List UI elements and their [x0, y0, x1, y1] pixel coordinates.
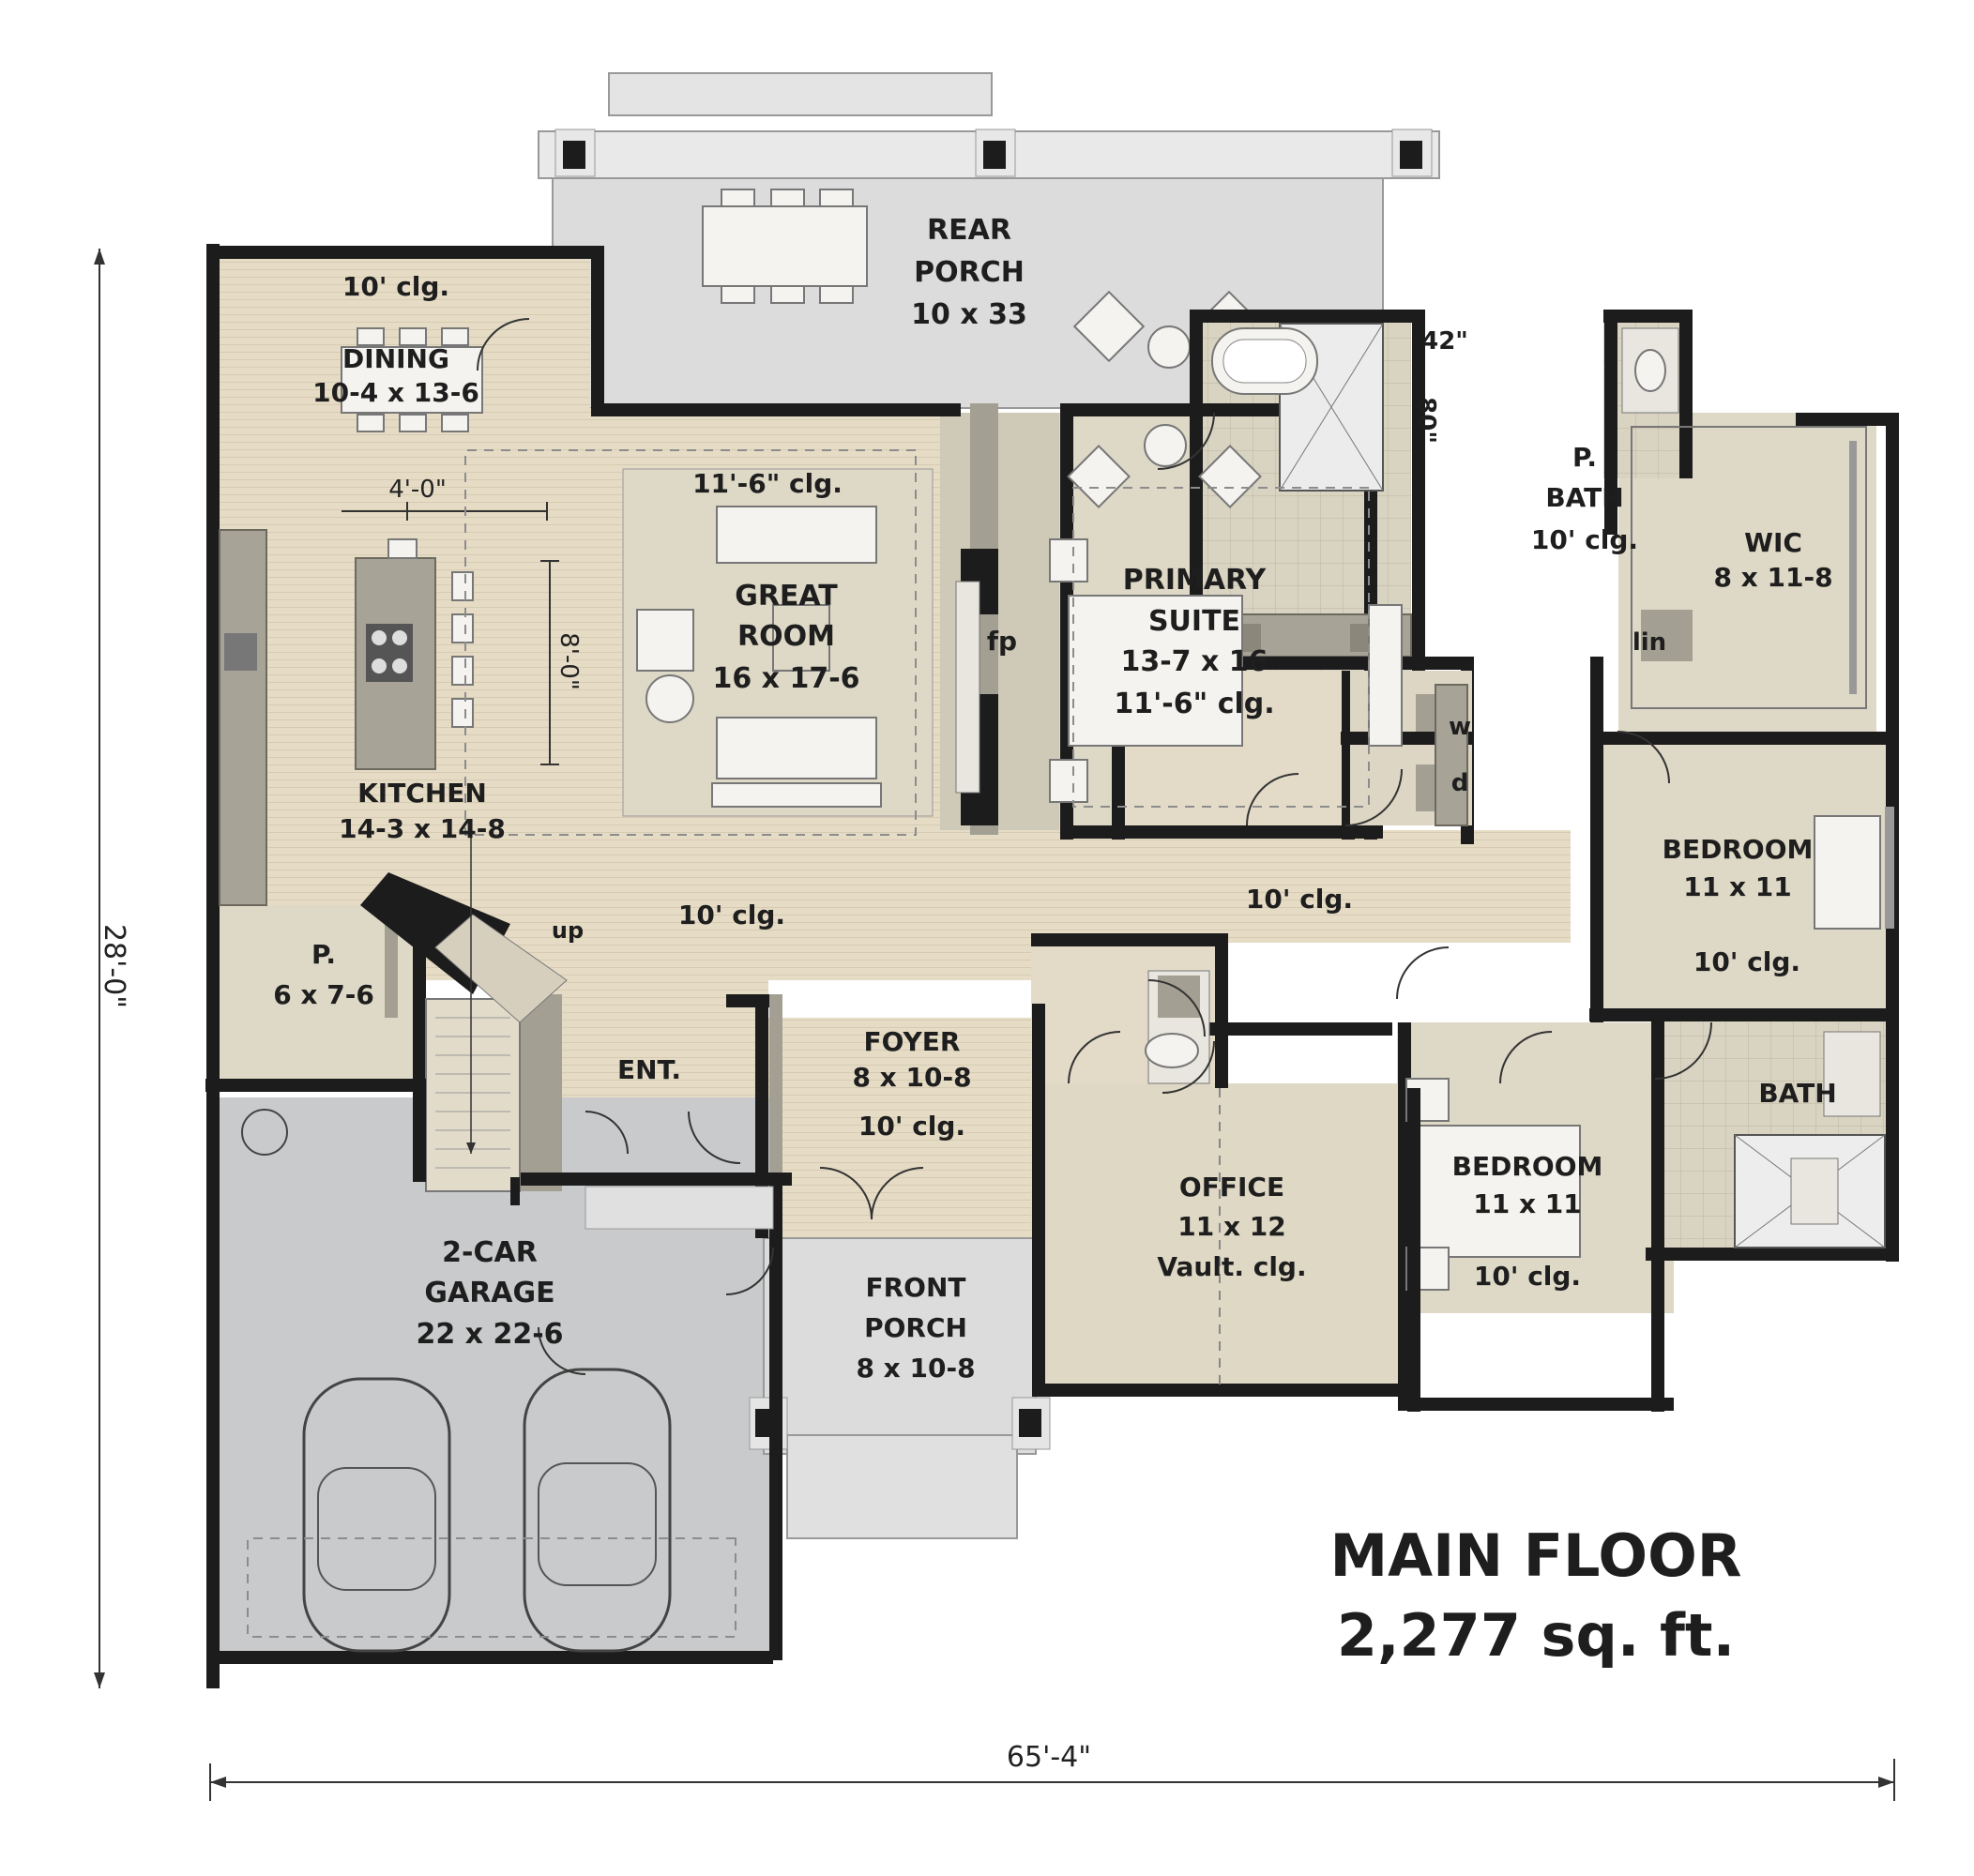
primary-suite-size: 13-7 x 16: [1120, 645, 1268, 678]
foyer-ceiling: 10' clg.: [858, 1111, 965, 1142]
stairs-up-label: up: [552, 917, 584, 944]
primary-suite-name2: SUITE: [1148, 605, 1240, 638]
great-room-size: 16 x 17-6: [712, 662, 859, 695]
dryer-label: d: [1451, 769, 1469, 797]
bedroom-a-ceiling: 10' clg.: [1693, 946, 1800, 977]
garage-size: 22 x 22-6: [416, 1318, 563, 1351]
dimension-lines: [94, 249, 1895, 1801]
shower-width: 42": [1421, 327, 1468, 356]
shower-depth: 80": [1412, 397, 1440, 444]
primary-bath-name2: BATH: [1545, 482, 1623, 513]
rear-porch-name1: REAR: [927, 214, 1011, 247]
office-name: OFFICE: [1179, 1172, 1284, 1203]
bedroom-a-name: BEDROOM: [1663, 834, 1814, 865]
dining-name: DINING: [342, 343, 449, 374]
great-room-name1: GREAT: [735, 580, 838, 613]
doors: [477, 318, 1712, 1375]
kitchen-size: 14-3 x 14-8: [339, 813, 506, 844]
washer-label: w: [1449, 713, 1471, 741]
bedroom-b-size: 11 x 11: [1473, 1188, 1582, 1219]
wic-name: WIC: [1744, 527, 1802, 558]
dining-size: 10-4 x 13-6: [312, 377, 479, 408]
mirrored-plan-layer: [94, 72, 1899, 1801]
entry-name: ENT.: [617, 1054, 681, 1085]
linen-label: lin: [1632, 628, 1666, 657]
primary-bath-name1: P.: [1572, 442, 1597, 473]
fireplace-label: fp: [987, 626, 1017, 657]
primary-bath-ceiling: 10' clg.: [1531, 524, 1638, 555]
labels: REAR PORCH 10 x 33 10' clg. DINING 10-4 …: [98, 214, 1837, 1774]
rear-porch-name2: PORCH: [914, 256, 1025, 289]
garage-name2: GARAGE: [424, 1277, 554, 1309]
pantry-size: 6 x 7-6: [273, 979, 374, 1010]
office-ceiling: Vault. clg.: [1157, 1251, 1306, 1282]
bedroom-a-size: 11 x 11: [1683, 871, 1792, 902]
foyer-name: FOYER: [864, 1026, 961, 1057]
plan-area: 2,277 sq. ft.: [1337, 1601, 1735, 1670]
overall-width: 65'-4": [1007, 1741, 1091, 1774]
primary-suite-name1: PRIMARY: [1123, 564, 1268, 597]
island-length-dim: 8'-0": [554, 632, 583, 690]
garage-name1: 2-CAR: [442, 1236, 538, 1269]
pantry-name: P.: [311, 939, 336, 970]
front-porch-name2: PORCH: [864, 1312, 967, 1343]
wic-size: 8 x 11-8: [1713, 562, 1832, 593]
hall-ceiling-right: 10' clg.: [1246, 884, 1353, 915]
plan-title: MAIN FLOOR: [1329, 1521, 1741, 1590]
foyer-size: 8 x 10-8: [852, 1062, 971, 1093]
rear-porch-size: 10 x 33: [911, 298, 1027, 331]
front-porch-name1: FRONT: [865, 1272, 965, 1303]
dining-ceiling: 10' clg.: [342, 271, 449, 302]
overall-depth: 28'-0": [98, 924, 130, 1008]
great-room-name2: ROOM: [737, 620, 835, 653]
rear-porch-area: [538, 72, 1440, 409]
bath-name: BATH: [1758, 1078, 1836, 1109]
island-width-dim: 4'-0": [388, 476, 447, 504]
great-room-ceiling: 11'-6" clg.: [692, 468, 843, 499]
kitchen-name: KITCHEN: [357, 778, 487, 809]
bedroom-b-ceiling: 10' clg.: [1474, 1261, 1581, 1292]
hall-ceiling-left: 10' clg.: [678, 900, 785, 930]
bedroom-b-name: BEDROOM: [1452, 1151, 1603, 1182]
primary-suite-ceiling: 11'-6" clg.: [1114, 688, 1274, 720]
office-size: 11 x 12: [1177, 1211, 1286, 1242]
kitchen-fixtures: [219, 327, 1403, 1653]
front-porch-size: 8 x 10-8: [856, 1353, 975, 1384]
